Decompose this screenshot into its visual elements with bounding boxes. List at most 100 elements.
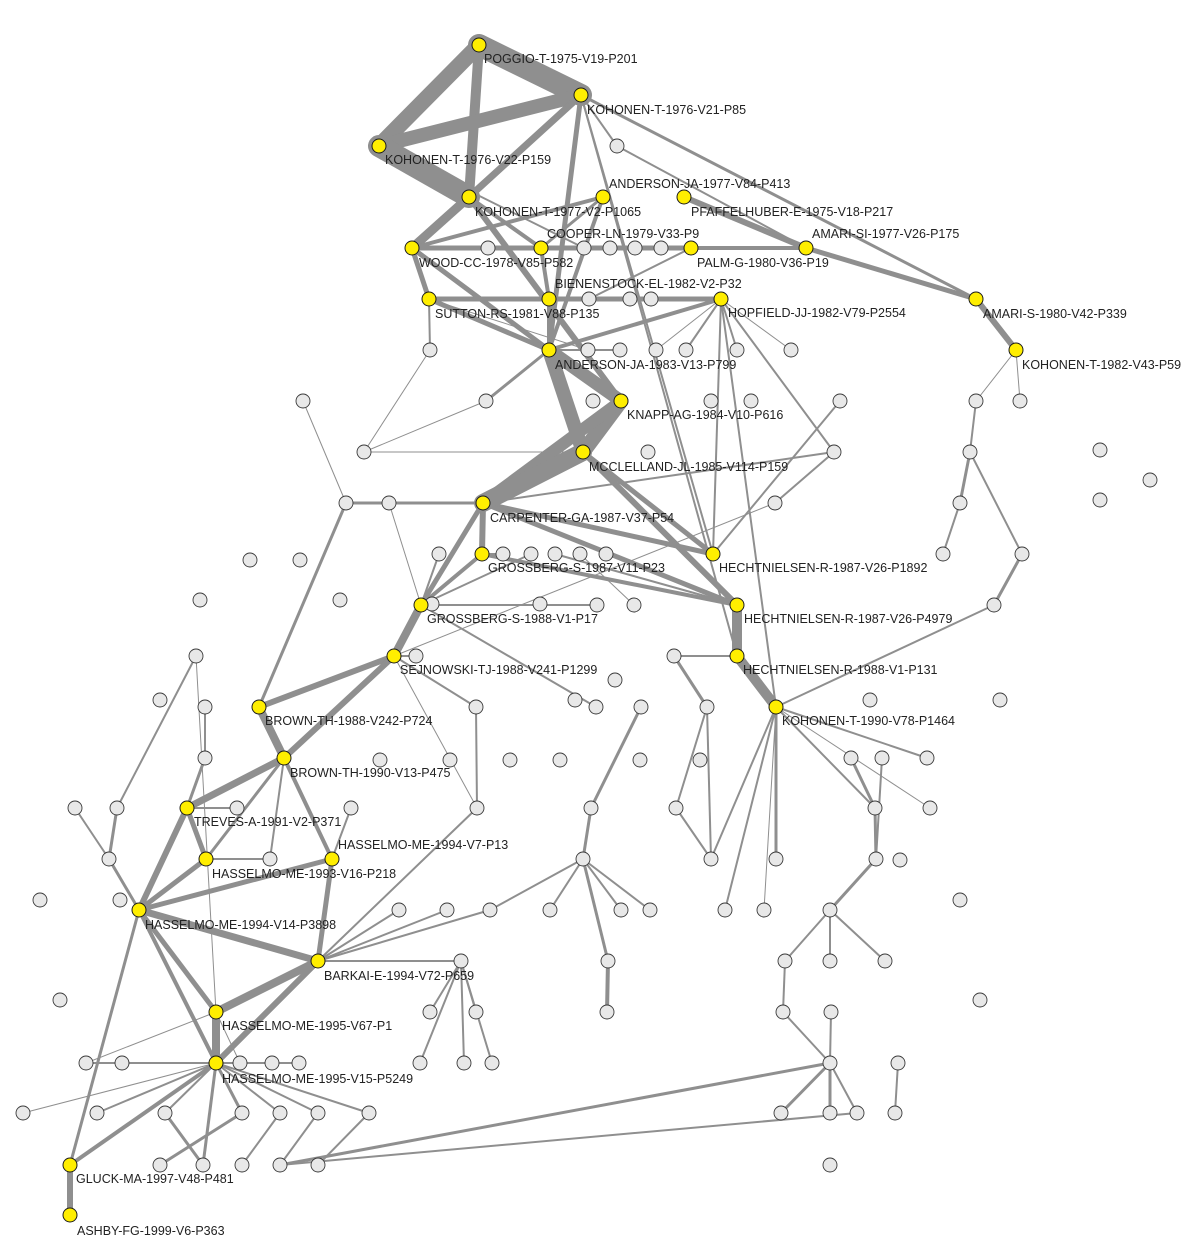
- key-paper-node[interactable]: [968, 291, 984, 307]
- unlabeled-paper-node[interactable]: [523, 546, 539, 562]
- unlabeled-paper-node[interactable]: [822, 1055, 838, 1071]
- unlabeled-paper-node[interactable]: [338, 495, 354, 511]
- unlabeled-paper-node[interactable]: [892, 852, 908, 868]
- unlabeled-paper-node[interactable]: [197, 699, 213, 715]
- unlabeled-paper-node[interactable]: [843, 750, 859, 766]
- unlabeled-paper-node[interactable]: [422, 1004, 438, 1020]
- unlabeled-paper-node[interactable]: [822, 902, 838, 918]
- unlabeled-paper-node[interactable]: [627, 240, 643, 256]
- unlabeled-paper-node[interactable]: [968, 393, 984, 409]
- unlabeled-paper-node[interactable]: [600, 953, 616, 969]
- unlabeled-paper-node[interactable]: [952, 495, 968, 511]
- unlabeled-paper-node[interactable]: [484, 1055, 500, 1071]
- unlabeled-paper-node[interactable]: [310, 1157, 326, 1173]
- unlabeled-paper-node[interactable]: [502, 752, 518, 768]
- unlabeled-paper-node[interactable]: [612, 342, 628, 358]
- unlabeled-paper-node[interactable]: [756, 902, 772, 918]
- key-paper-node[interactable]: [573, 87, 589, 103]
- unlabeled-paper-node[interactable]: [332, 592, 348, 608]
- unlabeled-paper-node[interactable]: [482, 902, 498, 918]
- unlabeled-paper-node[interactable]: [372, 752, 388, 768]
- unlabeled-paper-node[interactable]: [935, 546, 951, 562]
- unlabeled-paper-node[interactable]: [234, 1105, 250, 1121]
- unlabeled-paper-node[interactable]: [877, 953, 893, 969]
- key-paper-node[interactable]: [768, 699, 784, 715]
- unlabeled-paper-node[interactable]: [602, 240, 618, 256]
- unlabeled-paper-node[interactable]: [547, 546, 563, 562]
- unlabeled-paper-node[interactable]: [197, 750, 213, 766]
- unlabeled-paper-node[interactable]: [242, 552, 258, 568]
- unlabeled-paper-node[interactable]: [78, 1055, 94, 1071]
- key-paper-node[interactable]: [421, 291, 437, 307]
- unlabeled-paper-node[interactable]: [264, 1055, 280, 1071]
- unlabeled-paper-node[interactable]: [480, 240, 496, 256]
- unlabeled-paper-node[interactable]: [157, 1105, 173, 1121]
- unlabeled-paper-node[interactable]: [922, 800, 938, 816]
- key-paper-node[interactable]: [475, 495, 491, 511]
- unlabeled-paper-node[interactable]: [468, 1004, 484, 1020]
- unlabeled-paper-node[interactable]: [1092, 492, 1108, 508]
- unlabeled-paper-node[interactable]: [431, 546, 447, 562]
- unlabeled-paper-node[interactable]: [849, 1105, 865, 1121]
- key-paper-node[interactable]: [386, 648, 402, 664]
- unlabeled-paper-node[interactable]: [729, 342, 745, 358]
- key-paper-node[interactable]: [541, 342, 557, 358]
- unlabeled-paper-node[interactable]: [867, 800, 883, 816]
- unlabeled-paper-node[interactable]: [542, 902, 558, 918]
- unlabeled-paper-node[interactable]: [703, 393, 719, 409]
- unlabeled-paper-node[interactable]: [589, 597, 605, 613]
- key-paper-node[interactable]: [533, 240, 549, 256]
- unlabeled-paper-node[interactable]: [692, 752, 708, 768]
- unlabeled-paper-node[interactable]: [598, 546, 614, 562]
- key-paper-node[interactable]: [276, 750, 292, 766]
- unlabeled-paper-node[interactable]: [229, 800, 245, 816]
- unlabeled-paper-node[interactable]: [952, 892, 968, 908]
- unlabeled-paper-node[interactable]: [112, 892, 128, 908]
- unlabeled-paper-node[interactable]: [767, 495, 783, 511]
- unlabeled-paper-node[interactable]: [599, 1004, 615, 1020]
- unlabeled-paper-node[interactable]: [408, 648, 424, 664]
- unlabeled-paper-node[interactable]: [412, 1055, 428, 1071]
- key-paper-node[interactable]: [798, 240, 814, 256]
- unlabeled-paper-node[interactable]: [188, 648, 204, 664]
- unlabeled-paper-node[interactable]: [442, 752, 458, 768]
- unlabeled-paper-node[interactable]: [743, 393, 759, 409]
- unlabeled-paper-node[interactable]: [862, 692, 878, 708]
- key-paper-node[interactable]: [310, 953, 326, 969]
- unlabeled-paper-node[interactable]: [262, 851, 278, 867]
- unlabeled-paper-node[interactable]: [642, 902, 658, 918]
- key-paper-node[interactable]: [208, 1055, 224, 1071]
- unlabeled-paper-node[interactable]: [310, 1105, 326, 1121]
- unlabeled-paper-node[interactable]: [567, 692, 583, 708]
- key-paper-node[interactable]: [613, 393, 629, 409]
- unlabeled-paper-node[interactable]: [986, 597, 1002, 613]
- unlabeled-paper-node[interactable]: [703, 851, 719, 867]
- key-paper-node[interactable]: [251, 699, 267, 715]
- unlabeled-paper-node[interactable]: [633, 699, 649, 715]
- unlabeled-paper-node[interactable]: [826, 444, 842, 460]
- unlabeled-paper-node[interactable]: [356, 444, 372, 460]
- key-paper-node[interactable]: [62, 1207, 78, 1223]
- unlabeled-paper-node[interactable]: [109, 800, 125, 816]
- unlabeled-paper-node[interactable]: [822, 953, 838, 969]
- unlabeled-paper-node[interactable]: [101, 851, 117, 867]
- unlabeled-paper-node[interactable]: [717, 902, 733, 918]
- key-paper-node[interactable]: [179, 800, 195, 816]
- key-paper-node[interactable]: [575, 444, 591, 460]
- unlabeled-paper-node[interactable]: [453, 953, 469, 969]
- unlabeled-paper-node[interactable]: [962, 444, 978, 460]
- unlabeled-paper-node[interactable]: [607, 672, 623, 688]
- unlabeled-paper-node[interactable]: [580, 342, 596, 358]
- unlabeled-paper-node[interactable]: [1142, 472, 1158, 488]
- unlabeled-paper-node[interactable]: [823, 1004, 839, 1020]
- key-paper-node[interactable]: [595, 189, 611, 205]
- unlabeled-paper-node[interactable]: [699, 699, 715, 715]
- unlabeled-paper-node[interactable]: [868, 851, 884, 867]
- key-paper-node[interactable]: [729, 597, 745, 613]
- unlabeled-paper-node[interactable]: [361, 1105, 377, 1121]
- unlabeled-paper-node[interactable]: [439, 902, 455, 918]
- unlabeled-paper-node[interactable]: [469, 800, 485, 816]
- key-paper-node[interactable]: [705, 546, 721, 562]
- unlabeled-paper-node[interactable]: [468, 699, 484, 715]
- unlabeled-paper-node[interactable]: [232, 1055, 248, 1071]
